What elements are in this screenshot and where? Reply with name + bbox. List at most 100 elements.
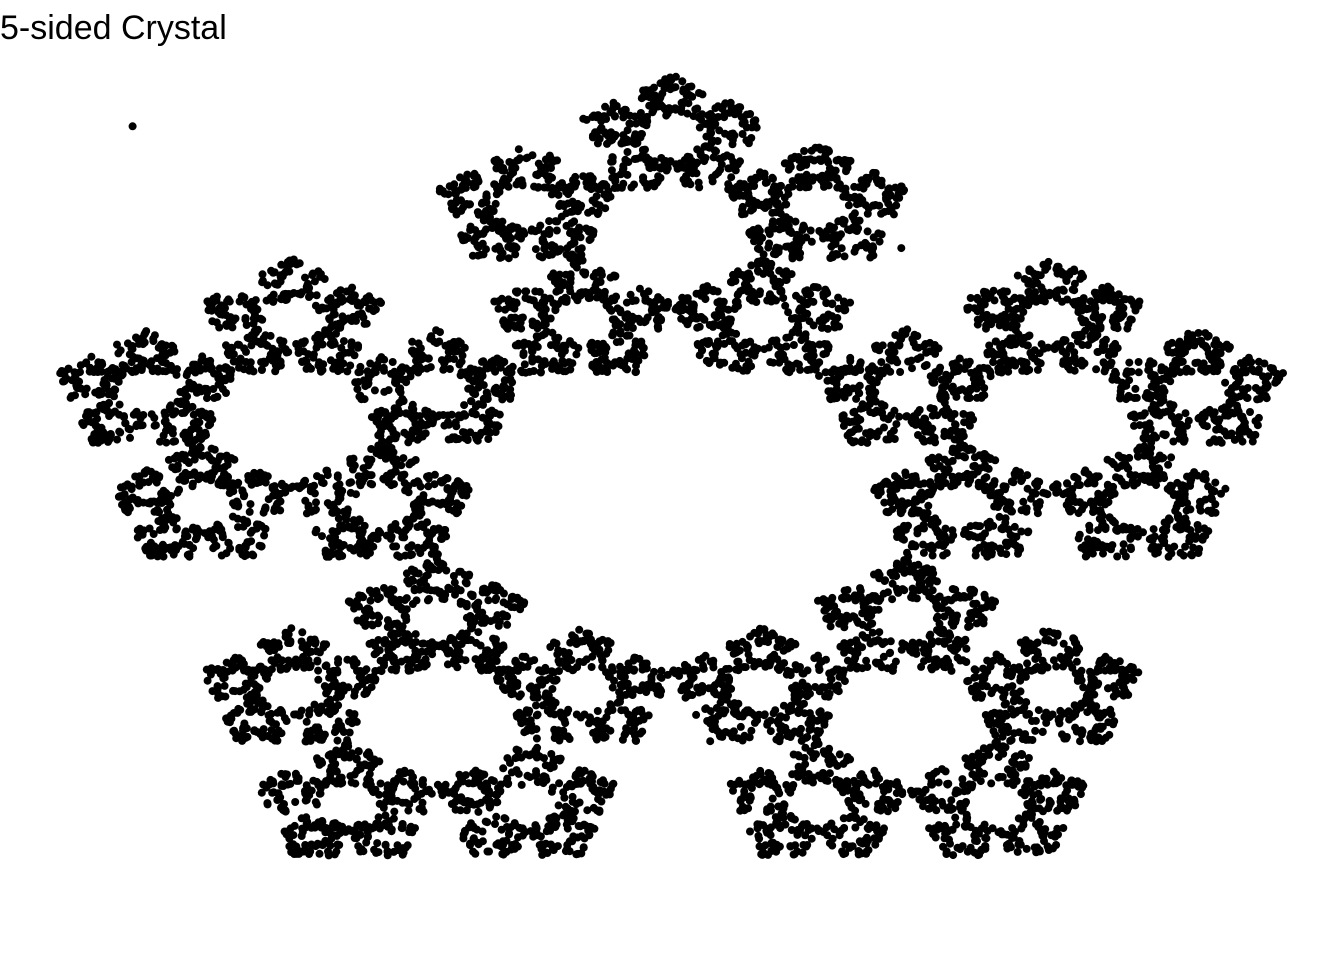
data-point bbox=[310, 700, 319, 709]
data-point bbox=[345, 728, 354, 737]
data-point bbox=[1022, 698, 1031, 707]
data-point bbox=[678, 77, 687, 86]
data-point bbox=[851, 437, 860, 446]
data-point bbox=[618, 735, 627, 744]
data-point bbox=[312, 498, 320, 507]
data-point bbox=[760, 169, 769, 178]
data-point bbox=[889, 210, 898, 219]
data-point bbox=[843, 656, 852, 665]
data-point bbox=[951, 813, 960, 822]
data-point bbox=[203, 676, 212, 685]
data-point bbox=[887, 341, 896, 350]
data-point bbox=[302, 717, 311, 726]
data-point bbox=[930, 655, 939, 664]
data-point bbox=[113, 340, 121, 349]
data-point bbox=[968, 770, 977, 779]
data-point bbox=[115, 400, 124, 409]
data-point bbox=[339, 728, 348, 736]
data-point bbox=[959, 410, 968, 418]
data-point bbox=[1040, 712, 1049, 721]
data-point bbox=[312, 291, 321, 300]
data-point bbox=[404, 543, 413, 552]
data-point bbox=[561, 293, 570, 302]
data-point bbox=[532, 734, 541, 743]
data-point bbox=[1001, 514, 1010, 523]
data-point bbox=[1042, 718, 1051, 727]
data-point bbox=[850, 656, 859, 665]
data-point bbox=[883, 807, 892, 816]
data-point bbox=[1045, 800, 1054, 809]
data-point bbox=[1013, 847, 1022, 856]
data-point bbox=[955, 386, 964, 395]
data-point bbox=[511, 250, 520, 259]
data-point bbox=[290, 821, 299, 830]
data-point bbox=[1071, 723, 1080, 732]
data-point bbox=[1186, 526, 1195, 535]
data-point bbox=[983, 656, 992, 665]
data-point bbox=[363, 687, 372, 696]
data-point bbox=[1033, 365, 1042, 374]
data-point bbox=[517, 780, 526, 789]
data-point bbox=[228, 323, 237, 332]
data-point bbox=[619, 179, 628, 188]
data-point bbox=[334, 655, 343, 664]
data-point bbox=[1013, 271, 1022, 280]
data-point bbox=[964, 676, 973, 685]
data-point bbox=[474, 400, 483, 409]
chart-title: 5-sided Crystal bbox=[0, 9, 227, 47]
data-point bbox=[526, 657, 535, 666]
data-point bbox=[893, 798, 902, 806]
data-point bbox=[305, 710, 314, 719]
data-point bbox=[628, 691, 637, 699]
data-point bbox=[1009, 532, 1018, 541]
data-points bbox=[56, 72, 1287, 860]
data-point bbox=[1243, 394, 1252, 402]
data-point bbox=[504, 254, 513, 263]
data-point bbox=[846, 353, 855, 362]
data-point bbox=[966, 522, 975, 531]
data-point bbox=[992, 650, 1001, 659]
data-point bbox=[775, 842, 784, 851]
data-point bbox=[264, 495, 273, 504]
data-point bbox=[126, 425, 134, 434]
data-point bbox=[1059, 824, 1068, 832]
data-point bbox=[246, 500, 255, 509]
data-point bbox=[1076, 790, 1085, 799]
data-point bbox=[220, 681, 229, 690]
data-point bbox=[995, 512, 1004, 521]
data-point bbox=[600, 112, 609, 121]
data-point bbox=[460, 401, 469, 410]
data-point bbox=[469, 822, 478, 831]
data-point bbox=[800, 147, 809, 155]
data-point bbox=[343, 367, 352, 376]
data-point bbox=[765, 239, 774, 248]
data-point bbox=[220, 463, 229, 471]
data-point bbox=[399, 454, 408, 463]
data-point bbox=[840, 216, 849, 225]
data-point bbox=[726, 98, 735, 107]
data-point bbox=[826, 622, 835, 631]
data-point bbox=[531, 245, 540, 254]
data-point bbox=[835, 750, 844, 759]
data-point bbox=[671, 72, 680, 81]
data-point bbox=[1059, 662, 1068, 671]
data-point bbox=[1135, 421, 1144, 430]
data-point bbox=[297, 832, 306, 840]
data-point bbox=[339, 337, 348, 346]
data-point bbox=[333, 471, 342, 480]
data-point bbox=[958, 775, 967, 784]
data-point bbox=[806, 226, 815, 235]
data-point bbox=[549, 638, 558, 647]
data-point bbox=[1211, 478, 1220, 487]
data-point bbox=[884, 588, 892, 597]
data-point bbox=[1169, 437, 1178, 446]
data-point bbox=[1076, 737, 1084, 746]
data-point bbox=[695, 183, 704, 192]
data-point bbox=[777, 181, 785, 190]
data-point bbox=[710, 311, 719, 320]
data-point bbox=[989, 727, 998, 735]
data-point bbox=[311, 301, 320, 310]
data-point bbox=[839, 192, 848, 201]
data-point bbox=[315, 789, 324, 798]
data-point bbox=[175, 485, 183, 494]
